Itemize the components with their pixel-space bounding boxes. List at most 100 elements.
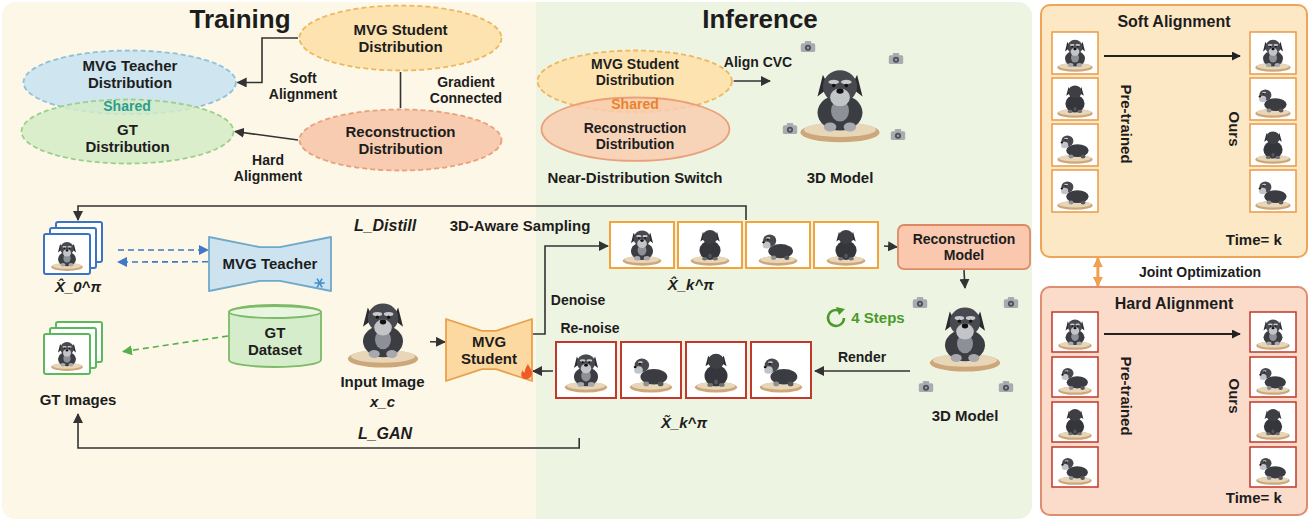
edge-label: 3D-Aware Sampling — [450, 217, 591, 234]
cylinder-body — [229, 305, 321, 367]
dog-image — [1256, 319, 1289, 349]
dog-image — [1256, 368, 1289, 395]
edge-label: Render — [838, 349, 886, 365]
inference-ground — [2, 2, 1032, 519]
overlap-label: Shared — [611, 96, 658, 112]
node-text: Soft Alignment — [1117, 13, 1230, 31]
3d-dog-model — [800, 70, 879, 142]
connector-arrow — [118, 249, 208, 251]
step-label: 4 Steps — [851, 309, 904, 326]
connector-arrow — [123, 336, 228, 352]
ellipse-shape — [24, 51, 236, 115]
distribution-ellipse: MVG Student Distribution — [298, 4, 503, 72]
node-text: Pre-trained — [1117, 85, 1134, 164]
edge-label: Hard Alignment — [228, 152, 308, 184]
node-text: X̂_0^π — [55, 278, 101, 295]
camera-icon — [913, 297, 927, 308]
edge-label: Gradient Connected — [424, 74, 509, 106]
caption-label: Near-Distribution Switch — [547, 169, 722, 186]
node-text: MVG Student Distribution — [585, 56, 685, 88]
dataset-cylinder: GT Dataset — [228, 305, 322, 367]
dog-image — [1255, 181, 1290, 209]
connector-arrow — [400, 72, 402, 108]
edge-label: Soft Alignment — [263, 70, 343, 102]
dog-image — [1058, 368, 1091, 395]
camera-icon — [889, 53, 903, 64]
edge-label: Align CVC — [724, 54, 792, 70]
image-strip: X̃_k^π — [553, 340, 815, 438]
edge-label: Joint Optimization — [1139, 264, 1261, 280]
section-title: Training — [189, 5, 290, 35]
dog-image — [1057, 135, 1092, 163]
connector-arrow — [734, 80, 770, 82]
3d-dog-model — [930, 308, 1000, 372]
soft-pretrained-frames — [1052, 32, 1296, 212]
node-text: Pre-trained — [1117, 356, 1134, 435]
dog-image — [760, 358, 802, 392]
dog-image — [759, 234, 798, 265]
node-text: 3D Model — [807, 169, 874, 186]
connector-arrow — [238, 38, 298, 82]
node-text: GT Images — [40, 391, 117, 408]
dog-image — [1057, 181, 1092, 209]
camera-icon — [783, 123, 797, 134]
node-text: Time= k — [1226, 232, 1282, 249]
node-text: Input Image — [340, 373, 424, 390]
node-text: Time= k — [1226, 490, 1282, 507]
dog-image — [1058, 319, 1091, 349]
node-text: GT Dataset — [240, 324, 310, 359]
image-strip: X̂_k^π — [608, 220, 884, 300]
cylinder-top — [229, 306, 321, 318]
node-text: MVG Teacher Distribution — [75, 57, 185, 92]
loss-label: L_Distill — [354, 217, 416, 235]
node-text: MVG Student — [454, 333, 524, 368]
dog-image — [1255, 131, 1290, 163]
alignment-panel: Soft AlignmentPre-trainedOursTime= k — [1040, 4, 1308, 258]
dog-image — [630, 358, 672, 392]
camera-icon — [891, 129, 905, 140]
dog-image — [1057, 85, 1092, 117]
training-ground — [2, 2, 536, 519]
panel-arrow — [1104, 55, 1240, 57]
dog-image — [1255, 89, 1290, 117]
connector-arrow — [533, 370, 553, 372]
node-text: Hard Alignment — [1115, 295, 1234, 313]
dog-image — [1058, 409, 1091, 440]
rendered-strip — [556, 342, 811, 398]
edge-label: Denoise — [551, 292, 605, 308]
dog-image — [827, 230, 866, 266]
node-text: x_c — [370, 393, 395, 410]
connector-arrow — [964, 270, 965, 288]
dog-image — [1255, 40, 1290, 72]
training-ground — [500, 2, 536, 519]
camera-icon — [801, 41, 815, 52]
connector-arrow — [815, 370, 910, 372]
teacher-sample-stack — [44, 222, 102, 274]
cycle-icon — [828, 307, 845, 326]
alignment-panel: Hard AlignmentPre-trained OursTime= k — [1040, 286, 1308, 516]
connector-arrow — [884, 246, 897, 247]
connector-arrow — [118, 261, 208, 263]
panel-fill — [1040, 4, 1308, 258]
connector-arrow — [1096, 258, 1099, 286]
network-block: MVG Student — [445, 318, 533, 382]
loss-label: L_GAN — [358, 425, 412, 443]
dog-image — [565, 354, 607, 392]
node-text: X̃_k^π — [661, 414, 707, 431]
node-text: 3D Model — [932, 407, 999, 424]
edge-label: Re-noise — [560, 320, 619, 336]
dog-image — [623, 230, 662, 265]
camera-icon — [1004, 297, 1018, 308]
snowflake-icon — [315, 279, 325, 288]
section-title: Inference — [702, 5, 818, 35]
dog-image — [1256, 409, 1289, 440]
ellipse-shape — [300, 6, 502, 71]
node-text: Ours — [1225, 379, 1242, 414]
input-image: Input Image x_c — [335, 288, 430, 416]
dog-image — [691, 230, 730, 266]
panel-arrow — [1104, 333, 1240, 335]
box-shape — [898, 225, 1030, 269]
overlap-label: Shared — [103, 98, 150, 114]
dog-image — [51, 342, 83, 371]
node-text: Reconstruction Model — [904, 231, 1024, 263]
